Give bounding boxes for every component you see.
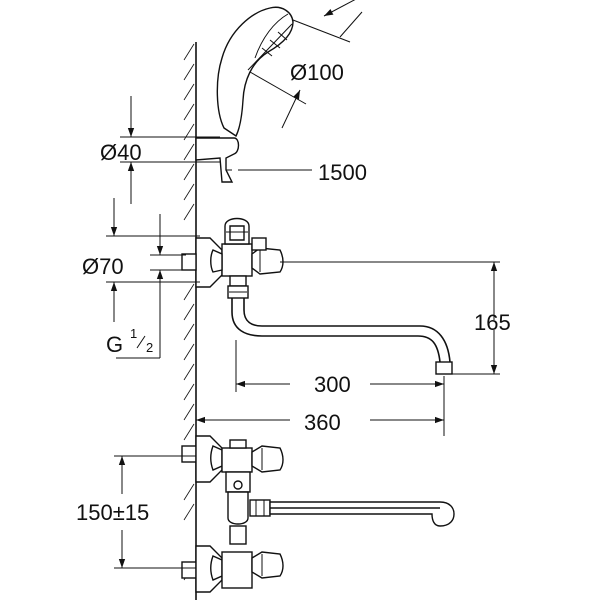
hose-length-dimension: 1500 — [238, 160, 367, 185]
mixer-front-view — [181, 435, 455, 593]
escutcheon-diameter-label: Ø70 — [82, 254, 124, 279]
holder-diameter-dimension: Ø40 — [100, 96, 220, 204]
thread-g-label: G — [106, 332, 123, 357]
hand-shower — [216, 6, 294, 138]
wall-hatching — [183, 43, 195, 581]
shower-diameter-dimension: Ø100 — [249, 0, 363, 129]
total-reach-label: 360 — [304, 410, 341, 435]
total-reach-dimension: 360 — [196, 410, 444, 435]
shower-diameter-label: Ø100 — [290, 60, 344, 85]
mixer-side-view — [181, 217, 284, 299]
holder-diameter-label: Ø40 — [100, 140, 142, 165]
hose-length-label: 1500 — [318, 160, 367, 185]
wall — [183, 42, 197, 600]
spout-side-view — [231, 298, 453, 375]
spout-height-dimension: 165 — [280, 261, 511, 375]
spout-reach-dimension: 300 — [235, 340, 445, 436]
escutcheon-diameter-dimension: Ø70 — [82, 198, 200, 322]
spout-reach-label: 300 — [314, 372, 351, 397]
thread-dimension: G 1 2 — [106, 214, 186, 359]
inlet-spacing-dimension: 150±15 — [76, 455, 196, 569]
thread-denominator: 2 — [146, 340, 153, 355]
thread-numerator: 1 — [130, 326, 137, 341]
spout-height-label: 165 — [474, 310, 511, 335]
inlet-spacing-label: 150±15 — [76, 500, 149, 525]
wall-holder — [195, 137, 240, 183]
